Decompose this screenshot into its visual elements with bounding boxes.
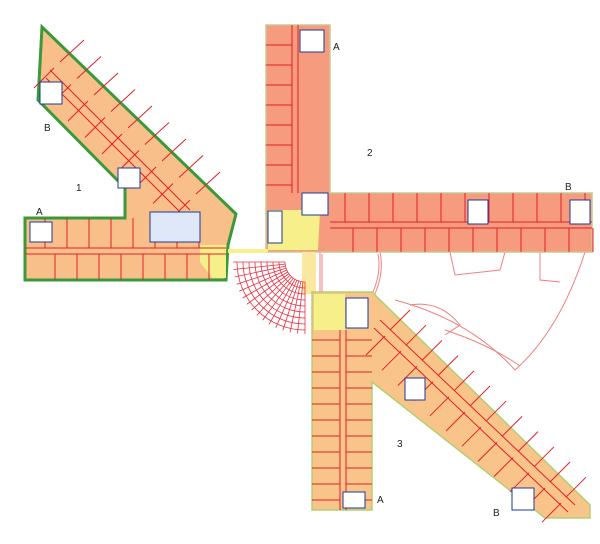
partition-wall bbox=[541, 502, 562, 523]
link-corridor bbox=[302, 252, 316, 294]
core-lifts bbox=[267, 210, 283, 244]
core-stair bbox=[299, 29, 325, 53]
wing-3-entrance-a: A bbox=[377, 495, 384, 506]
stair-tread-arc bbox=[254, 261, 306, 313]
core-stair bbox=[569, 199, 591, 225]
core-lifts bbox=[149, 211, 201, 243]
partition-wall bbox=[397, 366, 418, 386]
partition-wall bbox=[76, 56, 102, 79]
stair-tread-arc bbox=[272, 261, 306, 295]
partition-wall bbox=[381, 350, 402, 371]
wing-2-entrance-a: A bbox=[333, 42, 340, 53]
core-stair bbox=[467, 199, 489, 225]
partition-wall bbox=[152, 183, 174, 204]
partition-wall bbox=[118, 150, 140, 171]
partition-wall bbox=[93, 72, 119, 96]
partition-wall bbox=[565, 476, 587, 498]
core-stair bbox=[342, 491, 366, 509]
wing-2-entrance-b: B bbox=[565, 182, 572, 193]
partition-wall bbox=[549, 461, 571, 483]
core-stair bbox=[29, 221, 53, 243]
partition-wall bbox=[239, 269, 287, 292]
partition-wall bbox=[236, 267, 287, 285]
partition-wall bbox=[437, 355, 459, 376]
stair-tread-arc bbox=[248, 261, 306, 319]
partition-wall bbox=[84, 117, 106, 138]
partition-wall bbox=[178, 155, 204, 178]
partition-wall bbox=[33, 67, 55, 89]
partition-wall bbox=[297, 281, 304, 334]
stair-tread-arc bbox=[266, 261, 306, 301]
partition-wall bbox=[251, 275, 291, 311]
stair-tread-arc bbox=[260, 261, 306, 307]
partition-wall bbox=[268, 279, 296, 325]
partition-wall bbox=[275, 280, 298, 328]
partition-wall bbox=[289, 281, 302, 333]
partition-wall bbox=[389, 309, 411, 331]
stair-tread-arc bbox=[236, 261, 306, 331]
partition-wall bbox=[533, 446, 555, 468]
partition-wall bbox=[365, 335, 386, 356]
core-stair bbox=[39, 81, 63, 105]
partition-wall bbox=[127, 105, 153, 129]
wing-1 bbox=[23, 23, 238, 282]
partition-wall bbox=[233, 263, 286, 270]
fan-stair bbox=[233, 261, 306, 334]
partition-wall bbox=[477, 442, 498, 462]
partition-wall bbox=[501, 416, 523, 437]
wing-1-number: 1 bbox=[76, 183, 82, 194]
core-stair bbox=[117, 167, 141, 189]
wing-3 bbox=[311, 291, 591, 523]
partition-wall bbox=[517, 431, 539, 452]
partition-wall bbox=[485, 400, 507, 422]
partition-wall bbox=[242, 271, 288, 299]
partition-wall bbox=[234, 265, 286, 278]
partition-wall bbox=[282, 280, 300, 331]
partition-wall bbox=[67, 100, 89, 122]
partition-wall bbox=[421, 340, 443, 361]
partition-wall bbox=[461, 426, 482, 447]
wing-1-entrance-a: A bbox=[36, 207, 43, 218]
partition-wall bbox=[445, 411, 466, 432]
stair-tread-arc bbox=[284, 261, 306, 283]
partition-wall bbox=[144, 122, 170, 145]
partition-wall bbox=[246, 273, 290, 305]
link-corridor bbox=[228, 249, 268, 253]
partition-wall bbox=[59, 39, 85, 63]
partition-wall bbox=[161, 138, 187, 162]
partition-wall bbox=[429, 396, 450, 417]
stair-tread-arc bbox=[278, 261, 306, 289]
core-lifts bbox=[345, 297, 369, 329]
wing-1-entrance-b: B bbox=[44, 123, 51, 134]
core-stair bbox=[404, 377, 426, 401]
partition-wall bbox=[405, 324, 427, 346]
partition-wall bbox=[101, 133, 123, 155]
partition-wall bbox=[49, 69, 191, 211]
partition-wall bbox=[453, 370, 475, 392]
stair-tread-arc bbox=[242, 261, 306, 325]
partition-wall bbox=[493, 457, 514, 477]
partition-wall bbox=[256, 276, 292, 316]
wing-3-number: 3 bbox=[397, 439, 403, 450]
partition-wall bbox=[373, 327, 569, 513]
wing-2 bbox=[265, 24, 594, 253]
partition-wall bbox=[469, 385, 491, 407]
partition-wall bbox=[45, 77, 183, 215]
core-stair bbox=[301, 192, 329, 216]
core-stair bbox=[511, 487, 535, 511]
partition-wall bbox=[262, 277, 294, 321]
wing-2-number: 2 bbox=[367, 148, 373, 159]
wing-3-entrance-b: B bbox=[493, 508, 500, 519]
partition-wall bbox=[195, 171, 221, 195]
partition-wall bbox=[110, 89, 136, 112]
partition-wall bbox=[379, 319, 576, 506]
